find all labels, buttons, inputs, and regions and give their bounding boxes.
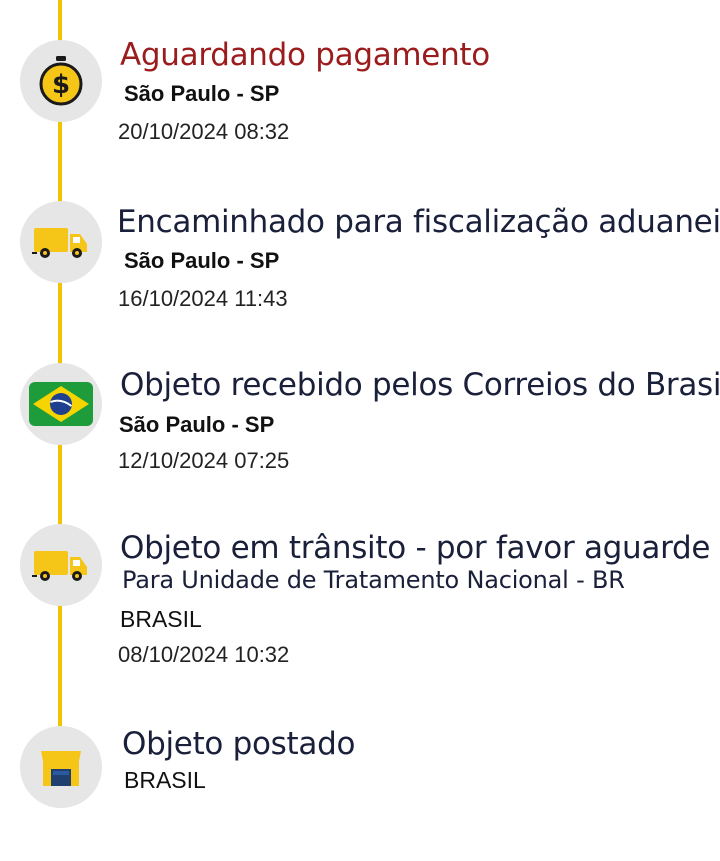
event-title: Objeto recebido pelos Correios do Brasil xyxy=(120,367,720,403)
event-icon-circle xyxy=(20,524,102,606)
brazil-flag-icon xyxy=(29,382,93,426)
event-datetime: 12/10/2024 07:25 xyxy=(118,448,290,473)
event-title: Objeto em trânsito - por favor aguarde xyxy=(120,530,711,566)
event-datetime: 16/10/2024 11:43 xyxy=(118,286,288,311)
event-title: Encaminhado para fiscalização aduaneira xyxy=(117,204,720,240)
truck-icon xyxy=(32,228,87,258)
event-location: São Paulo - SP xyxy=(124,248,280,273)
event-location: São Paulo - SP xyxy=(119,412,275,437)
event-datetime: 20/10/2024 08:32 xyxy=(118,119,290,144)
event-location: BRASIL xyxy=(124,767,206,793)
event-title: Aguardando pagamento xyxy=(120,37,490,73)
svg-text:$: $ xyxy=(52,70,70,100)
event-icon-circle xyxy=(20,726,102,808)
post-office-icon xyxy=(41,751,81,786)
event-icon-circle xyxy=(20,201,102,283)
dollar-coin-icon: $ xyxy=(39,56,83,106)
event-title: Objeto postado xyxy=(122,726,356,762)
event-icon-circle xyxy=(20,363,102,445)
truck-icon xyxy=(32,551,87,581)
event-icon-circle: $ xyxy=(20,40,102,122)
event-datetime: 08/10/2024 10:32 xyxy=(118,642,290,667)
event-location: São Paulo - SP xyxy=(124,81,280,106)
event-location: BRASIL xyxy=(120,606,202,632)
event-detail: Para Unidade de Tratamento Nacional - BR xyxy=(122,566,625,594)
